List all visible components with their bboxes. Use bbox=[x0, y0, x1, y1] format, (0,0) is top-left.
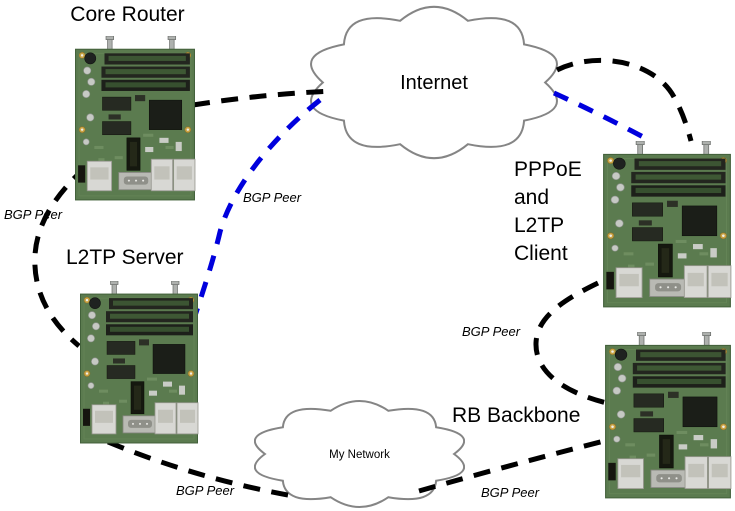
link-internet-l2tp-server bbox=[187, 98, 322, 332]
pppoe-client-board-image bbox=[602, 141, 732, 311]
bgp-peer-label-l2tp-mynetwork: BGP Peer bbox=[176, 483, 235, 498]
bgp-peer-label-core-l2tp: BGP Peer bbox=[4, 207, 63, 222]
link-internet-pppoe-client-black bbox=[555, 57, 694, 142]
my-network-label: My Network bbox=[329, 449, 390, 461]
bgp-peer-label-internet-l2tp: BGP Peer bbox=[243, 190, 302, 205]
link-core-router-internet bbox=[192, 88, 334, 108]
l2tp-server-board-image bbox=[79, 281, 199, 447]
link-core-router-l2tp-server bbox=[32, 165, 88, 348]
link-my-network-rb-backbone bbox=[418, 438, 605, 494]
pppoe-client-label-line: and bbox=[514, 186, 550, 209]
pppoe-client-label-line: PPPoE bbox=[514, 158, 582, 181]
pppoe-client-label-line: L2TP bbox=[514, 214, 565, 237]
link-l2tp-server-my-network bbox=[107, 439, 300, 500]
rb-backbone-label: RB Backbone bbox=[452, 404, 581, 427]
bgp-peer-label-pppoe-rb: BGP Peer bbox=[462, 324, 521, 339]
core-router-board-image bbox=[74, 36, 196, 204]
link-pppoe-client-rb-backbone bbox=[533, 280, 608, 406]
internet-label: Internet bbox=[400, 72, 468, 94]
pppoe-client-label-line: Client bbox=[514, 242, 568, 265]
link-internet-pppoe-client-blue bbox=[552, 90, 649, 142]
rb-backbone-board-image bbox=[604, 332, 732, 502]
l2tp-server-label: L2TP Server bbox=[66, 246, 184, 269]
pppoe-client-label: PPPoE and L2TP Client bbox=[514, 156, 582, 268]
bgp-peer-label-mynetwork-rb: BGP Peer bbox=[481, 485, 540, 500]
core-router-label: Core Router bbox=[70, 3, 185, 26]
